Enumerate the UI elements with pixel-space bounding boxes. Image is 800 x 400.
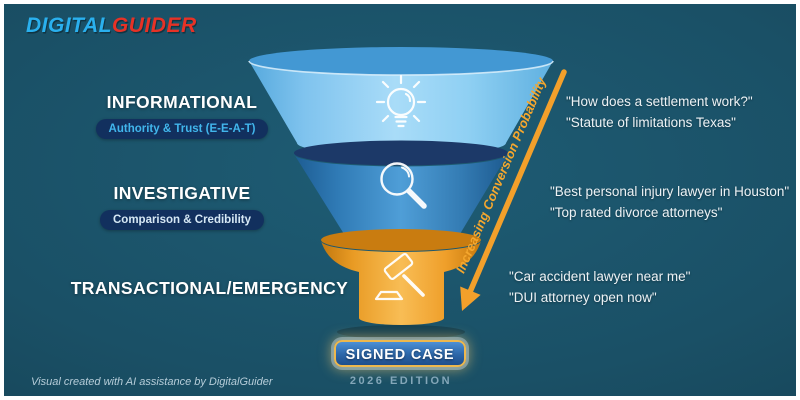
gavel-icon — [374, 252, 425, 301]
stage-investigative: INVESTIGATIVE Comparison & Credibility — [42, 183, 322, 230]
query-line: "Top rated divorce attorneys" — [550, 205, 723, 220]
logo-part-guider: GUIDER — [111, 14, 197, 37]
stage-informational: INFORMATIONAL Authority & Trust (E-E-A-T… — [42, 92, 322, 139]
funnel-tier-bottom — [321, 229, 481, 325]
queries-investigative: "Best personal injury lawyer in Houston"… — [550, 181, 789, 223]
query-line: "DUI attorney open now" — [509, 290, 657, 305]
brand-logo: DIGITALGUIDER — [26, 14, 197, 38]
stage-badge: Comparison & Credibility — [99, 210, 265, 230]
queries-informational: "How does a settlement work?" "Statute o… — [566, 91, 753, 133]
logo-part-digital: DIGITAL — [26, 14, 112, 37]
query-line: "Best personal injury lawyer in Houston" — [550, 184, 790, 199]
signed-case-badge: SIGNED CASE — [334, 340, 466, 367]
stage-label: INFORMATIONAL — [106, 92, 258, 112]
stage-transactional: TRANSACTIONAL/EMERGENCY — [37, 278, 382, 299]
query-line: "Car accident lawyer near me" — [509, 269, 691, 284]
stage-badge: Authority & Trust (E-E-A-T) — [95, 119, 269, 139]
stage-label: TRANSACTIONAL/EMERGENCY — [70, 278, 349, 298]
queries-transactional: "Car accident lawyer near me" "DUI attor… — [509, 266, 690, 308]
funnel-shadow — [337, 325, 465, 339]
funnel-tier-top — [248, 47, 554, 155]
magnifier-icon — [380, 162, 427, 209]
edition-label: 2026 EDITION — [349, 375, 453, 387]
lightbulb-icon — [375, 74, 427, 128]
footer-credit: Visual created with AI assistance by Dig… — [31, 376, 273, 388]
funnel-graphic: Increasing Conversion Probability — [248, 47, 567, 339]
infographic-canvas: DIGITALGUIDER — [4, 4, 796, 396]
funnel-tier-middle — [294, 140, 508, 242]
stage-label: INVESTIGATIVE — [113, 183, 251, 203]
query-line: "How does a settlement work?" — [566, 94, 753, 109]
query-line: "Statute of limitations Texas" — [566, 115, 736, 130]
